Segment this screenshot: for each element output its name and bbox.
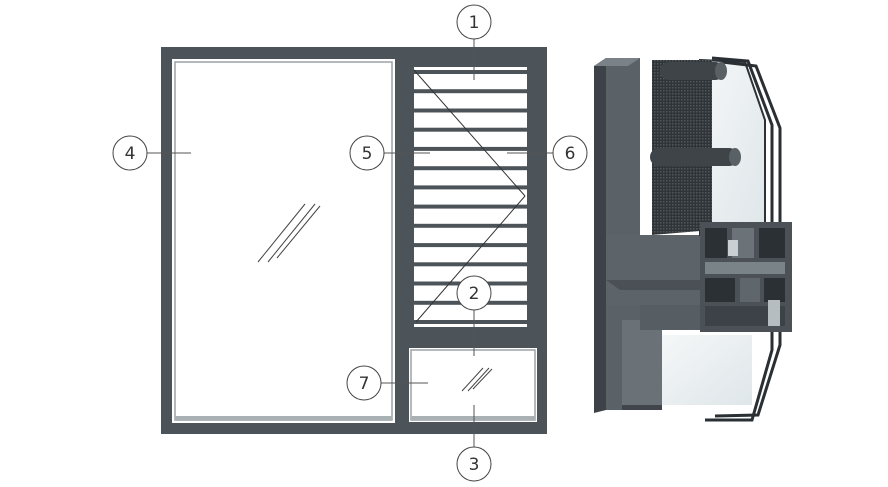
louver-slat bbox=[414, 166, 527, 171]
callout-4-label: 4 bbox=[125, 144, 136, 164]
profile-face-top bbox=[594, 58, 640, 66]
callout-2-label: 2 bbox=[469, 284, 480, 304]
callout-6-label: 6 bbox=[565, 144, 576, 164]
window-elevation bbox=[161, 47, 547, 434]
callout-2 bbox=[456, 275, 492, 311]
callout-6 bbox=[552, 135, 588, 171]
opening-indicator-1 bbox=[413, 69, 526, 197]
louver-slat bbox=[414, 204, 527, 209]
callout-1 bbox=[456, 4, 492, 40]
louver-slat bbox=[414, 185, 527, 190]
callout-4 bbox=[112, 135, 148, 171]
callout-5 bbox=[349, 135, 385, 171]
opening-indicator-2 bbox=[415, 195, 526, 323]
louver-slat bbox=[414, 108, 527, 113]
profile-sill-face bbox=[606, 235, 700, 305]
transom bbox=[406, 335, 547, 346]
profile-cross-section bbox=[594, 56, 792, 422]
louver-slat bbox=[414, 320, 527, 324]
callout-3 bbox=[456, 446, 492, 482]
glass-hatch-small-icon bbox=[461, 367, 493, 392]
left-fixed-pane bbox=[172, 59, 395, 423]
profile-mesh bbox=[652, 60, 712, 235]
profile-face-left bbox=[594, 58, 606, 413]
louver-slat bbox=[414, 223, 527, 228]
callout-5-label: 5 bbox=[362, 144, 373, 164]
louver-slat bbox=[414, 146, 527, 151]
callout-7 bbox=[346, 365, 382, 401]
louver-slat bbox=[414, 70, 527, 74]
louver-slat bbox=[414, 127, 527, 132]
callout-1-label: 1 bbox=[469, 13, 480, 33]
callout-7-label: 7 bbox=[359, 374, 370, 394]
callouts: 1 2 3 4 5 6 7 bbox=[112, 4, 588, 482]
callout-3-label: 3 bbox=[469, 455, 480, 475]
louver-slat bbox=[414, 262, 527, 267]
profile-thermal-break bbox=[700, 222, 792, 332]
louver-slat bbox=[414, 243, 527, 248]
louver-slat bbox=[414, 89, 527, 94]
glass-hatch-icon bbox=[257, 203, 321, 263]
mullion bbox=[395, 59, 406, 423]
